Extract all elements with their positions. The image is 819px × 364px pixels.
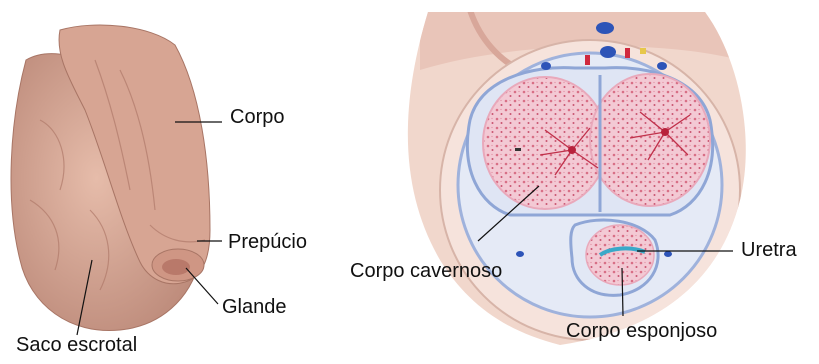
corpus-cavernosum-left (483, 77, 607, 209)
label-glande: Glande (222, 296, 287, 318)
corpus-cavernosum-right (590, 74, 710, 206)
label-corpo-esponjoso: Corpo esponjoso (566, 320, 717, 342)
label-corpo-cavernoso: Corpo cavernoso (350, 260, 502, 282)
label-saco-escrotal: Saco escrotal (16, 334, 137, 356)
corpus-spongiosum (586, 225, 654, 285)
external-anatomy (11, 25, 210, 331)
label-prepucio: Prepúcio (228, 231, 307, 253)
label-corpo: Corpo (230, 106, 284, 128)
label-uretra: Uretra (741, 239, 797, 261)
cross-section (400, 10, 780, 355)
